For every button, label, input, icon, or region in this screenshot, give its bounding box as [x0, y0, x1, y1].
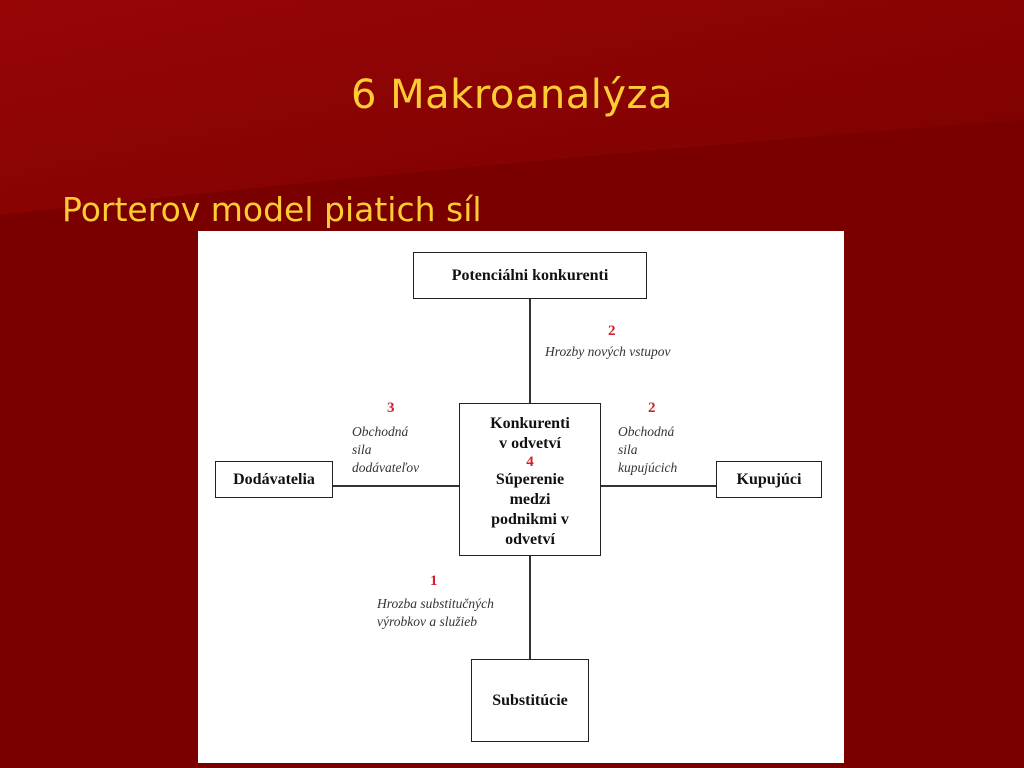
substitute-force-line-2: výrobkov a služieb — [377, 614, 477, 629]
porter-five-forces-diagram: Potenciálni konkurenti Dodávatelia Kupuj… — [198, 231, 844, 763]
buyer-force-line-3: kupujúcich — [618, 460, 678, 475]
center-line-2: v odvetví — [499, 434, 561, 452]
center-line-4: medzi — [509, 490, 551, 508]
connector-right — [600, 485, 716, 487]
substitutes-label: Substitúcie — [492, 691, 568, 709]
potential-competitors-box: Potenciálni konkurenti — [413, 252, 647, 299]
new-entrants-label: Hrozby nových vstupov — [545, 344, 671, 359]
center-line-5: podnikmi v — [491, 510, 569, 528]
supplier-force-line-1: Obchodná — [352, 424, 409, 439]
slide-subtitle: Porterov model piatich síl — [62, 190, 482, 229]
center-line-1: Konkurenti — [490, 414, 570, 432]
center-line-3: Súperenie — [495, 470, 565, 488]
suppliers-label: Dodávatelia — [233, 470, 315, 488]
center-line-6: odvetví — [505, 530, 555, 548]
supplier-force-number: 3 — [387, 400, 395, 416]
buyer-force-line-1: Obchodná — [618, 424, 675, 439]
connector-left — [332, 485, 459, 487]
substitutes-box: Substitúcie — [471, 659, 589, 742]
buyer-force-label: Obchodná sila kupujúcich — [618, 423, 677, 477]
connector-bottom — [529, 555, 531, 659]
substitute-force-number: 1 — [430, 573, 438, 589]
supplier-force-line-2: sila — [352, 442, 372, 457]
center-force-number: 4 — [526, 453, 534, 470]
supplier-force-label: Obchodná sila dodávateľov — [352, 423, 430, 477]
substitute-force-label: Hrozba substitučných výrobkov a služieb — [377, 595, 494, 631]
buyers-label: Kupujúci — [736, 470, 802, 488]
suppliers-box: Dodávatelia — [215, 461, 333, 498]
buyers-box: Kupujúci — [716, 461, 822, 498]
connector-top — [529, 298, 531, 403]
buyer-force-line-2: sila — [618, 442, 638, 457]
potential-competitors-label: Potenciálni konkurenti — [451, 266, 609, 284]
industry-competitors-box: Konkurenti v odvetví 4 Súperenie medzi p… — [459, 403, 601, 556]
new-entrants-number: 2 — [608, 323, 616, 339]
slide-title: 6 Makroanalýza — [350, 72, 674, 118]
supplier-force-line-3: dodávateľov — [352, 460, 420, 475]
buyer-force-number: 2 — [648, 400, 656, 416]
substitute-force-line-1: Hrozba substitučných — [377, 596, 494, 611]
